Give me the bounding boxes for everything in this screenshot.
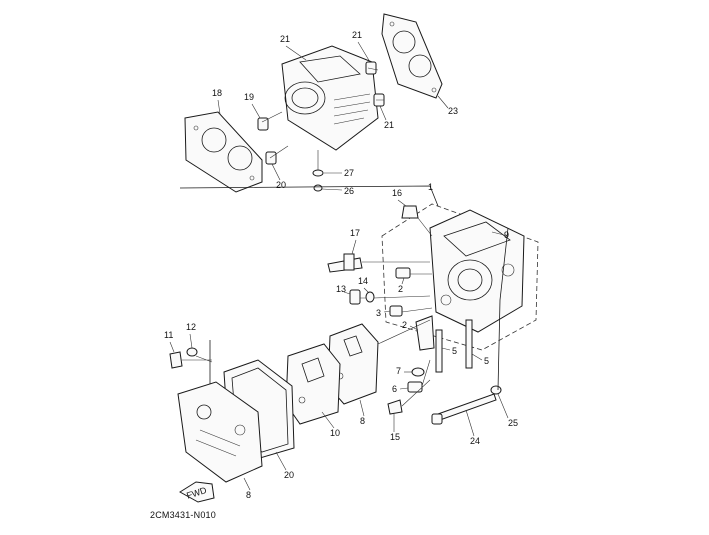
callout-19: 18 bbox=[212, 88, 222, 98]
dowel-20-upper bbox=[257, 117, 269, 131]
callout-17: 16 bbox=[392, 188, 402, 198]
gasket-19 bbox=[184, 111, 263, 193]
callout-6: 6 bbox=[392, 384, 397, 394]
callout-8: 8 bbox=[246, 490, 251, 500]
callout-12: 11 bbox=[164, 330, 173, 340]
callout-7: 7 bbox=[396, 366, 401, 376]
stud-5-right bbox=[465, 319, 473, 369]
callout-2-lower: 2 bbox=[402, 320, 407, 330]
callout-2-upper: 2 bbox=[398, 284, 403, 294]
callout-10: 10 bbox=[330, 428, 340, 438]
bolt-3 bbox=[389, 305, 403, 317]
callout-26: 26 bbox=[344, 186, 354, 196]
callout-21-lower: 21 bbox=[384, 120, 394, 130]
dowel-14 bbox=[349, 289, 361, 305]
callout-15: 14 bbox=[358, 276, 368, 286]
stud-5-left bbox=[435, 329, 443, 373]
bolt-17 bbox=[401, 205, 419, 219]
washer-13 bbox=[186, 347, 198, 357]
callout-27: 27 bbox=[344, 168, 354, 178]
callout-4: 9 bbox=[504, 230, 509, 240]
callout-20-lower: 20 bbox=[276, 180, 286, 190]
callout-9: 8 bbox=[360, 416, 365, 426]
dowel-21-upper bbox=[365, 61, 377, 75]
callout-20-upper: 19 bbox=[244, 92, 254, 102]
bolt-11 bbox=[387, 399, 403, 415]
callout-18: 17 bbox=[350, 228, 360, 238]
crankcase-1 bbox=[429, 209, 525, 333]
callout-5-right: 5 bbox=[484, 356, 489, 366]
washer-23 bbox=[490, 385, 502, 395]
callout-23: 25 bbox=[508, 418, 518, 428]
gasket-25 bbox=[381, 13, 443, 99]
callout-14: 13 bbox=[336, 284, 346, 294]
washer-7 bbox=[411, 367, 425, 377]
drawing-code: 2CM3431-N010 bbox=[150, 510, 216, 520]
callout-24: 21 bbox=[280, 34, 290, 44]
callout-13: 12 bbox=[186, 322, 196, 332]
dowel-20-lower bbox=[265, 151, 277, 165]
callout-3: 3 bbox=[376, 308, 381, 318]
callout-22: 24 bbox=[470, 436, 480, 446]
callout-25: 23 bbox=[448, 106, 458, 116]
plug-27 bbox=[312, 169, 324, 177]
bolt-6 bbox=[407, 381, 423, 393]
cover-8 bbox=[177, 381, 263, 483]
fwd-direction-arrow: FWD bbox=[179, 481, 215, 503]
spark-plug-18 bbox=[327, 253, 363, 273]
fitting-2-upper bbox=[395, 267, 411, 279]
cylinder-24 bbox=[281, 45, 379, 151]
washer-26 bbox=[313, 184, 323, 192]
callout-16: 20 bbox=[284, 470, 294, 480]
callout-21-upper: 21 bbox=[352, 30, 362, 40]
callout-11: 15 bbox=[390, 432, 400, 442]
callout-5-left: 5 bbox=[452, 346, 457, 356]
o-ring-15 bbox=[365, 291, 375, 303]
stud-2-lower bbox=[415, 315, 435, 351]
callout-1: 1 bbox=[428, 182, 433, 192]
bolt-12 bbox=[169, 351, 183, 369]
long-bolt-22 bbox=[431, 393, 497, 425]
plate-10 bbox=[285, 343, 341, 425]
